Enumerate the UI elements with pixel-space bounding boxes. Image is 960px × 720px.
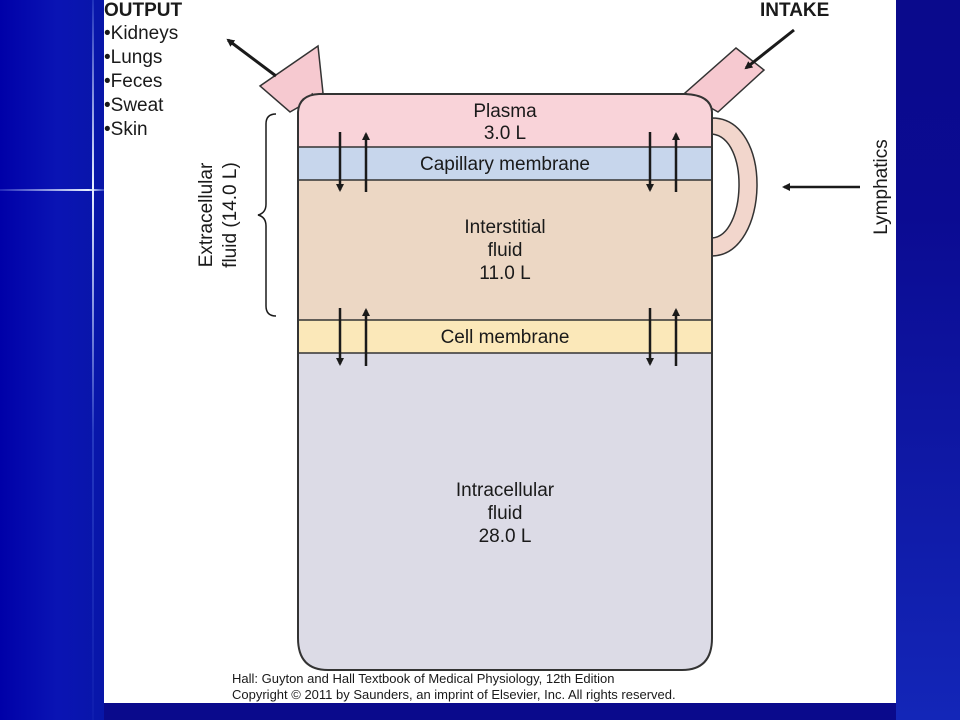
output-item-feces: •Feces [104, 71, 162, 92]
extracellular-label-line1: Extracellular [196, 162, 217, 267]
extracellular-label-line2: fluid (14.0 L) [220, 162, 241, 268]
slide-background-right [896, 0, 960, 720]
plasma-volume: 3.0 L [484, 123, 526, 144]
extracellular-brace [257, 113, 277, 317]
intake-heading: INTAKE [760, 0, 829, 21]
interstitial-label-line2: fluid [488, 240, 523, 261]
intracellular-compartment [298, 353, 712, 670]
output-tube [258, 44, 324, 113]
lymphatic-loop [711, 117, 758, 257]
intracellular-label-line2: fluid [488, 503, 523, 524]
output-item-lungs: •Lungs [104, 47, 162, 68]
body-fluid-diagram: Plasma 3.0 L Capillary membrane Intersti… [104, 0, 892, 702]
interstitial-label-line1: Interstitial [464, 217, 545, 238]
sparkle-horizontal-line [0, 189, 104, 191]
output-item-sweat: •Sweat [104, 95, 164, 116]
output-item-kidneys: •Kidneys [104, 23, 178, 44]
slide-background-left [0, 0, 104, 720]
caption-line2: Copyright © 2011 by Saunders, an imprint… [232, 687, 676, 702]
plasma-compartment [298, 94, 712, 147]
sparkle-vertical-line [92, 0, 94, 720]
interstitial-compartment [298, 180, 712, 320]
lymphatics-label: Lymphatics [871, 139, 892, 234]
caption-line1: Hall: Guyton and Hall Textbook of Medica… [232, 671, 615, 686]
intracellular-volume: 28.0 L [479, 526, 532, 547]
output-arrow [226, 38, 277, 78]
cell-membrane-label: Cell membrane [441, 327, 570, 348]
output-item-skin: •Skin [104, 119, 148, 140]
plasma-label: Plasma [473, 101, 537, 122]
container-outline [297, 93, 713, 671]
diagram-panel: Plasma 3.0 L Capillary membrane Intersti… [104, 0, 896, 703]
interstitial-volume: 11.0 L [479, 263, 530, 284]
output-heading: OUTPUT [104, 0, 183, 21]
intake-arrow [744, 28, 795, 70]
capillary-membrane-label: Capillary membrane [420, 154, 590, 175]
intracellular-label-line1: Intracellular [456, 480, 555, 501]
